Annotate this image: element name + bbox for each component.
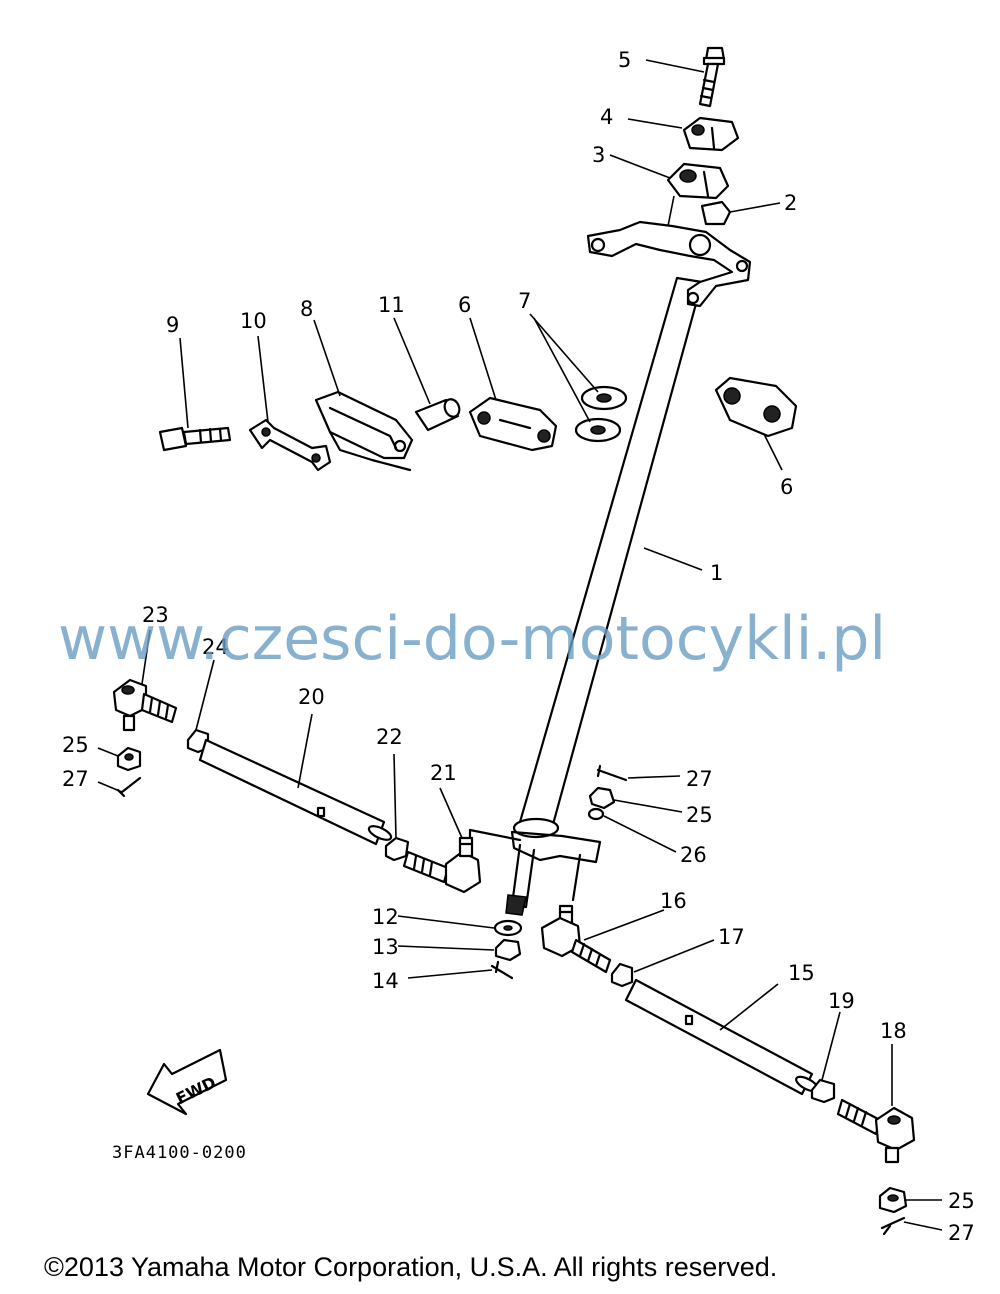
tie-rod-part-20 bbox=[198, 738, 393, 846]
callout-17: 17 bbox=[718, 925, 745, 949]
callout-11: 11 bbox=[378, 293, 405, 317]
callout-6-right: 6 bbox=[780, 475, 793, 499]
callout-3: 3 bbox=[592, 143, 605, 167]
tie-rod-part-15 bbox=[624, 978, 819, 1096]
rod-end-part-16 bbox=[540, 904, 612, 974]
cotter-pin-part-27c bbox=[880, 1216, 906, 1236]
callout-21: 21 bbox=[430, 761, 457, 785]
bolt-part-5 bbox=[698, 46, 726, 108]
bolt-part-9 bbox=[158, 426, 232, 452]
callout-9: 9 bbox=[166, 313, 179, 337]
clamp-upper-part-4 bbox=[682, 116, 740, 152]
callout-5: 5 bbox=[618, 48, 631, 72]
callout-12: 12 bbox=[372, 905, 399, 929]
callout-13: 13 bbox=[372, 935, 399, 959]
nut-part-22 bbox=[384, 836, 410, 862]
rod-end-part-21 bbox=[402, 836, 482, 894]
callout-19: 19 bbox=[828, 989, 855, 1013]
nut-part-13 bbox=[494, 938, 522, 962]
washer-part-12 bbox=[493, 919, 523, 937]
callout-27-mid: 27 bbox=[686, 767, 713, 791]
diagram-code: 3FA4100-0200 bbox=[112, 1143, 247, 1163]
lock-plate-part-10 bbox=[248, 418, 332, 472]
callout-numbers: 5 4 3 2 9 10 8 11 6 7 6 1 23 24 20 25 27… bbox=[62, 48, 975, 1245]
leader-shaft-top bbox=[667, 195, 675, 227]
nut-part-25c bbox=[878, 1186, 908, 1214]
callout-2: 2 bbox=[784, 191, 797, 215]
callout-25-right: 25 bbox=[948, 1189, 975, 1213]
callout-26: 26 bbox=[680, 843, 707, 867]
nut-part-19 bbox=[810, 1078, 836, 1104]
cotter-pin-part-14 bbox=[490, 960, 514, 980]
washers-part-7 bbox=[574, 385, 628, 443]
callout-25-mid: 25 bbox=[686, 803, 713, 827]
steering-shaft bbox=[468, 276, 704, 916]
cotter-pin-part-27a bbox=[116, 776, 142, 798]
callout-24: 24 bbox=[202, 635, 229, 659]
callout-25-left: 25 bbox=[62, 733, 89, 757]
forward-arrow-icon: FWD bbox=[146, 1048, 228, 1116]
callout-8: 8 bbox=[300, 297, 313, 321]
callout-6-left: 6 bbox=[458, 293, 471, 317]
callout-18: 18 bbox=[880, 1019, 907, 1043]
callout-14: 14 bbox=[372, 969, 399, 993]
copyright-notice: ©2013 Yamaha Motor Corporation, U.S.A. A… bbox=[44, 1252, 778, 1282]
nut-part-25b bbox=[588, 786, 616, 810]
callout-7: 7 bbox=[518, 289, 531, 313]
bushing-part-2 bbox=[700, 200, 732, 226]
callout-27-left: 27 bbox=[62, 767, 89, 791]
washer-part-26 bbox=[587, 807, 605, 821]
holder-part-6a bbox=[468, 396, 558, 452]
guide-part-8 bbox=[314, 390, 414, 472]
callout-4: 4 bbox=[600, 105, 613, 129]
nut-part-25a bbox=[116, 746, 142, 772]
collar-part-11 bbox=[414, 398, 461, 432]
callout-23: 23 bbox=[142, 603, 169, 627]
watermark-url: www.czesci-do-motocykli.pl bbox=[58, 604, 887, 674]
callout-22: 22 bbox=[376, 725, 403, 749]
callout-10: 10 bbox=[240, 309, 267, 333]
nut-part-17 bbox=[610, 962, 634, 988]
callout-16: 16 bbox=[660, 889, 687, 913]
callout-27-right: 27 bbox=[948, 1221, 975, 1245]
leader-lines bbox=[97, 59, 943, 1231]
callout-20: 20 bbox=[298, 685, 325, 709]
rod-end-part-23 bbox=[112, 678, 178, 732]
callout-15: 15 bbox=[788, 961, 815, 985]
clamp-lower-part-3 bbox=[666, 162, 730, 200]
steering-top-bracket bbox=[586, 220, 752, 308]
cotter-pin-part-27b bbox=[596, 764, 628, 782]
holder-part-6b bbox=[714, 376, 798, 438]
callout-1: 1 bbox=[710, 561, 723, 585]
rod-end-part-18 bbox=[836, 1098, 916, 1164]
